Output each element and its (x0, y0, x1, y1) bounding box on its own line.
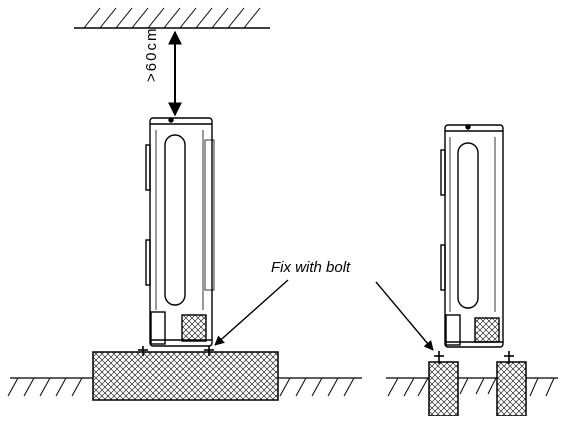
outdoor-unit-left (145, 117, 215, 347)
outdoor-unit-right (440, 124, 504, 348)
mounting-bolts (138, 346, 514, 364)
ceiling (74, 7, 270, 29)
ground-left (7, 377, 362, 397)
clearance-label: >60cm (143, 26, 160, 82)
concrete-base-left (92, 351, 279, 401)
concrete-pillars-right (428, 361, 527, 417)
ground-right (386, 377, 558, 397)
callout-arrows (214, 279, 434, 351)
fix-with-bolt-label: Fix with bolt (271, 259, 351, 276)
